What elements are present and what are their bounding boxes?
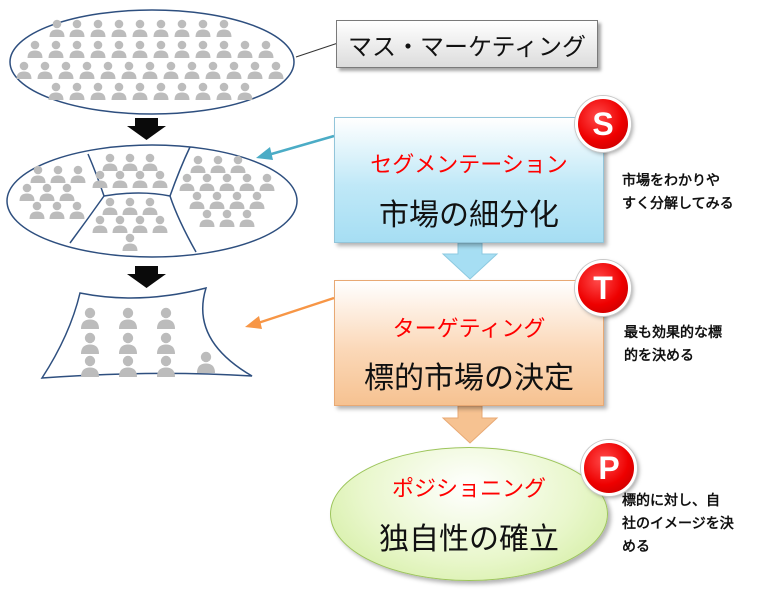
arrowhead (256, 147, 273, 160)
stage-definition: 標的市場の決定 (364, 361, 574, 396)
down-arrow-icon (127, 118, 166, 140)
flow-arrow-t-to-p (441, 405, 499, 444)
stage-name: セグメンテーション (370, 153, 568, 178)
badge-s: S (575, 96, 631, 152)
positioning-ellipse: ポジショニング 独自性の確立 (330, 447, 608, 581)
segment-line (103, 192, 197, 253)
targeting-note: 最も効果的な標 的を決める (624, 325, 722, 364)
segment-line (169, 146, 191, 197)
target-market-shape (40, 286, 253, 379)
flow-arrow-s-to-t (441, 242, 499, 280)
badge-p: P (581, 440, 637, 496)
targeting-box: ターゲティング 標的市場の決定 (334, 280, 604, 406)
targeting-pointer-arrow (257, 296, 335, 325)
segmentation-note: 市場をわかりや すく分解してみる (622, 173, 734, 212)
stage-definition: 市場の細分化 (379, 198, 559, 233)
segmentation-pointer-arrow (267, 134, 335, 157)
stage-definition: 独自性の確立 (379, 522, 559, 557)
mass-marketing-label: マス・マーケティング (336, 20, 598, 68)
segmentation-box: セグメンテーション 市場の細分化 (334, 117, 604, 243)
stage-name: ポジショニング (391, 477, 546, 502)
badge-t: T (575, 260, 631, 316)
stage-name: ターゲティング (392, 317, 546, 342)
positioning-note: 標的に対し、自 社のイメージを決 める (622, 493, 734, 555)
down-arrow-icon (127, 266, 166, 288)
mass-label-connector (295, 42, 339, 58)
arrowhead (245, 316, 262, 329)
